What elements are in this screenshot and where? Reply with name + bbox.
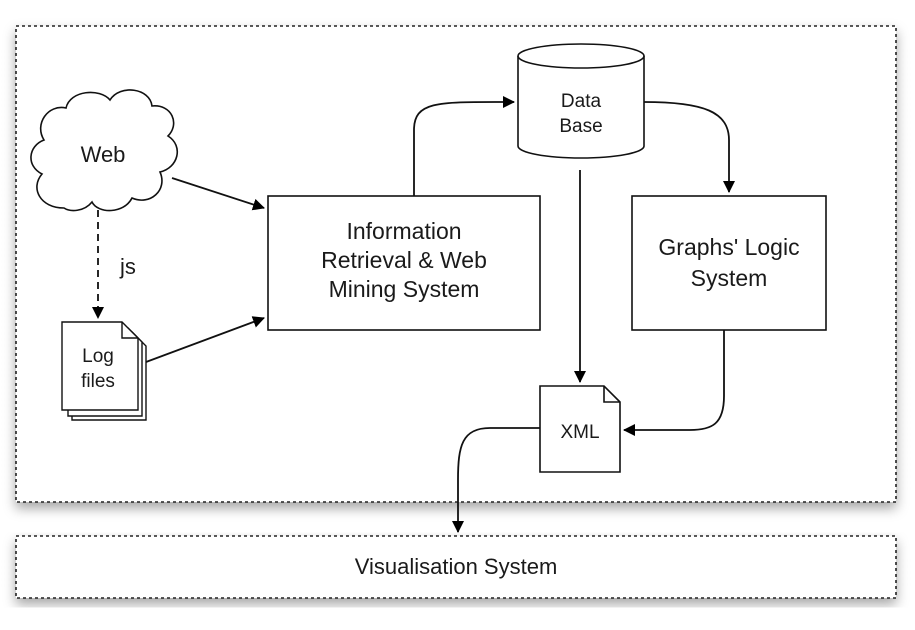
log-files: Log files: [61, 321, 147, 421]
ir-system-label-line1: Information: [346, 218, 461, 244]
visualisation-system: Visualisation System: [15, 535, 897, 599]
xml-document: XML: [539, 385, 621, 473]
database-label-line2: Base: [559, 116, 602, 137]
web-cloud: Web: [30, 89, 179, 212]
web-label: Web: [81, 142, 126, 167]
graphs-logic-label-line2: System: [691, 265, 768, 291]
graphs-logic-label-line1: Graphs' Logic: [658, 234, 799, 260]
log-files-label-line2: files: [81, 371, 115, 392]
visualisation-system-label: Visualisation System: [355, 554, 558, 579]
log-files-label-line1: Log: [82, 346, 114, 367]
ir-system-label-line3: Mining System: [329, 276, 480, 302]
edge-logs-to-ir: [145, 316, 265, 363]
edge-web-to-ir: [171, 177, 265, 211]
graphs-logic-system: Graphs' Logic System: [631, 195, 827, 331]
ir-web-mining-system: Information Retrieval & Web Mining Syste…: [267, 195, 541, 331]
xml-label: XML: [560, 422, 599, 443]
edge-xml-to-visualisation: [452, 427, 540, 533]
ir-system-label-line2: Retrieval & Web: [321, 247, 487, 273]
database-label-line1: Data: [561, 91, 602, 112]
edge-ir-to-db: [413, 95, 515, 196]
edge-db-to-graphs: [643, 101, 735, 193]
edge-graphs-to-xml: [623, 330, 725, 436]
database: Data Base: [517, 43, 645, 159]
edge-js-label: js: [119, 254, 136, 279]
edges: [92, 95, 735, 533]
